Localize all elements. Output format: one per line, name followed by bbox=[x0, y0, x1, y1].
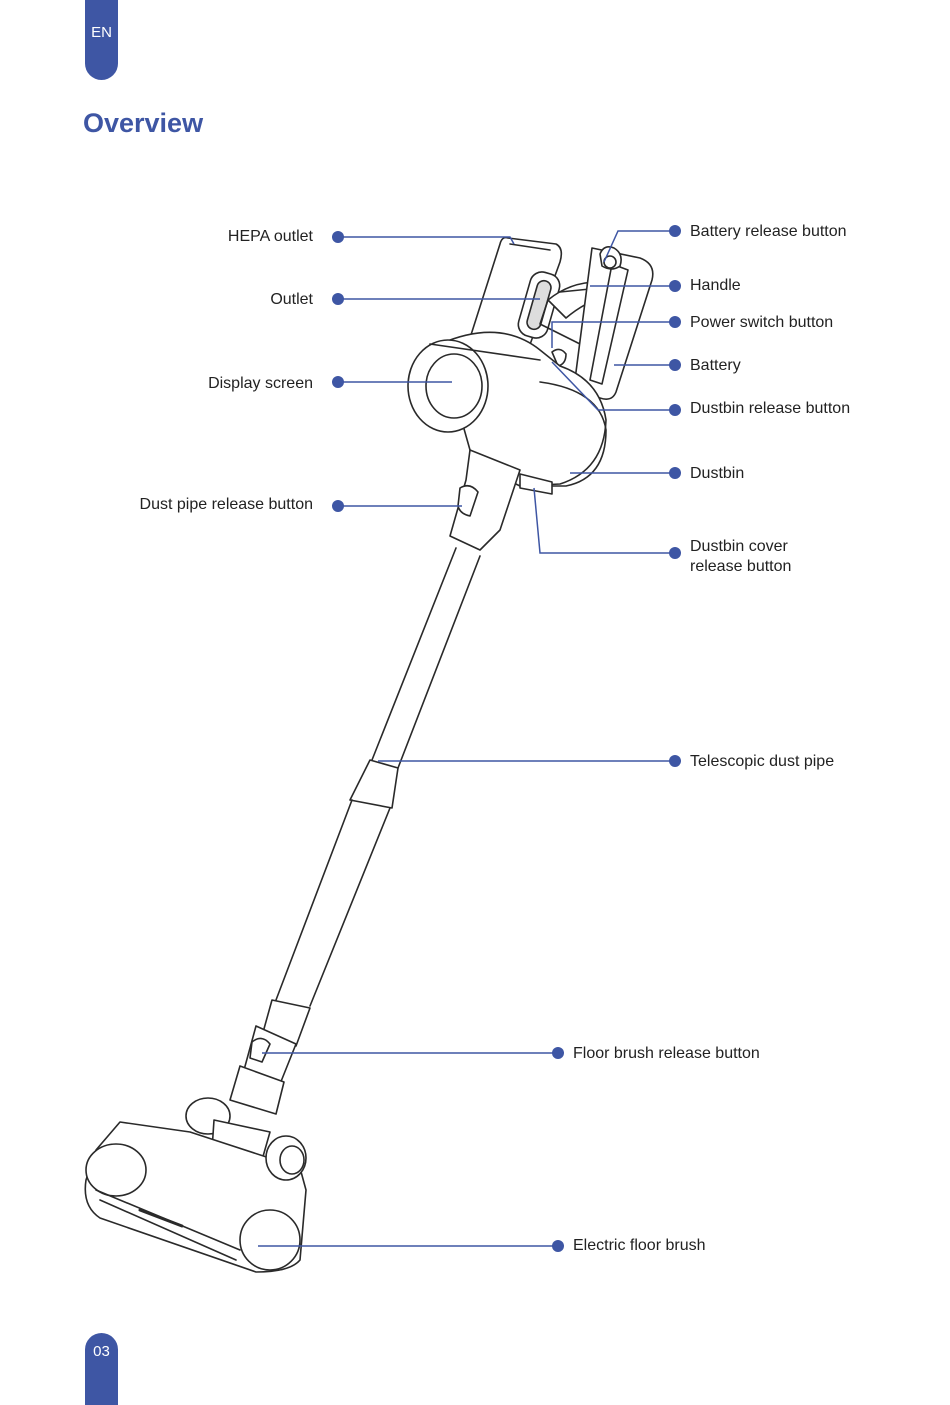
dot-display-screen bbox=[332, 376, 344, 388]
label-battery-release-button: Battery release button bbox=[690, 222, 847, 242]
label-display-screen: Display screen bbox=[208, 374, 313, 394]
dot-outlet bbox=[332, 293, 344, 305]
label-floor-brush-release-button: Floor brush release button bbox=[573, 1044, 760, 1064]
label-dustbin-cover-release-button: Dustbin cover release button bbox=[690, 537, 870, 577]
page-number-tab: 03 bbox=[85, 1333, 118, 1405]
vacuum-illustration bbox=[85, 238, 653, 1272]
label-dust-pipe-release-button: Dust pipe release button bbox=[140, 495, 313, 515]
label-telescopic-dust-pipe: Telescopic dust pipe bbox=[690, 752, 834, 772]
dot-floor-brush-release bbox=[552, 1047, 564, 1059]
dot-dustbin-release bbox=[669, 404, 681, 416]
page-number: 03 bbox=[93, 1343, 110, 1360]
dot-handle bbox=[669, 280, 681, 292]
dot-hepa-outlet bbox=[332, 231, 344, 243]
dot-dust-pipe-release bbox=[332, 500, 344, 512]
dot-dustbin bbox=[669, 467, 681, 479]
dot-battery-release bbox=[669, 225, 681, 237]
label-outlet: Outlet bbox=[270, 290, 313, 310]
label-battery: Battery bbox=[690, 356, 741, 376]
leader-dustbin-cover-release bbox=[534, 488, 675, 553]
leader-hepa-outlet bbox=[338, 237, 514, 244]
label-hepa-outlet: HEPA outlet bbox=[228, 227, 313, 247]
label-handle: Handle bbox=[690, 276, 741, 296]
dot-dustbin-cover-release bbox=[669, 547, 681, 559]
label-dustbin-cover-line2: release button bbox=[690, 557, 870, 577]
dot-power-switch bbox=[669, 316, 681, 328]
label-dustbin-release-button: Dustbin release button bbox=[690, 399, 850, 419]
label-power-switch-button: Power switch button bbox=[690, 313, 833, 333]
dot-battery bbox=[669, 359, 681, 371]
label-dustbin-cover-line1: Dustbin cover bbox=[690, 537, 870, 557]
dot-electric-floor-brush bbox=[552, 1240, 564, 1252]
label-dustbin: Dustbin bbox=[690, 464, 744, 484]
label-electric-floor-brush: Electric floor brush bbox=[573, 1236, 706, 1256]
dot-telescopic-pipe bbox=[669, 755, 681, 767]
